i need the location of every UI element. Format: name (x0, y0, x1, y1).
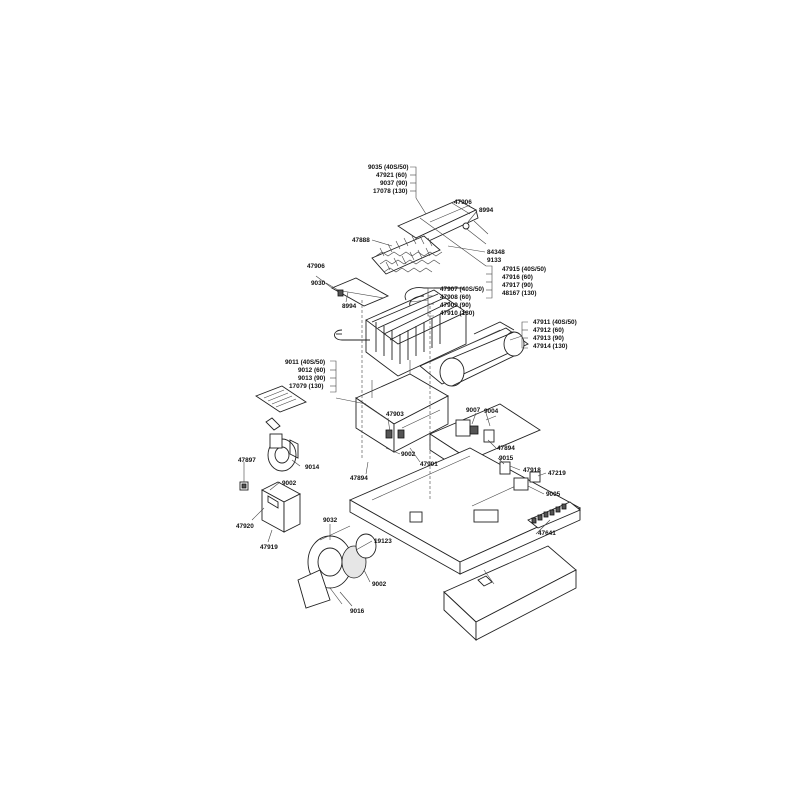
label-9012: 9012 (60) (298, 367, 325, 374)
label-47641: 47641 (538, 530, 556, 537)
label-47911: 47911 (40S/50) (533, 319, 577, 326)
label-9032: 9032 (323, 517, 338, 524)
combustion-chamber-part (419, 321, 529, 387)
label-47918: 47918 (523, 467, 541, 474)
flue-collector-part (397, 199, 489, 247)
label-9030: 9030 (311, 280, 326, 287)
label-47897: 47897 (238, 457, 256, 464)
label-9037: 9037 (90) (380, 180, 407, 187)
gas-valve-bracket-part (261, 481, 301, 533)
label-47894-left: 47894 (350, 475, 368, 482)
label-47906-top: 47906 (454, 199, 472, 206)
label-9035: 9035 (40S/50) (368, 164, 409, 171)
label-9133: 9133 (487, 257, 502, 264)
label-47913: 47913 (90) (533, 335, 564, 342)
transformer-part (499, 461, 541, 491)
label-47920: 47920 (236, 523, 254, 530)
label-9015: 9015 (499, 455, 514, 462)
terminal-block-part (527, 501, 581, 529)
pilot-burner-cluster (371, 235, 443, 275)
label-9013: 9013 (90) (298, 375, 325, 382)
base-pan-part (348, 447, 582, 575)
label-9002-left: 9002 (282, 480, 297, 487)
rating-plate-part (255, 385, 307, 413)
label-9002-bottom: 9002 (372, 581, 387, 588)
heat-exchanger-part (334, 287, 467, 377)
label-9011: 9011 (40S/50) (285, 359, 325, 366)
label-47906-left: 47906 (307, 263, 325, 270)
label-47914: 47914 (130) (533, 343, 567, 350)
label-9004: 9004 (484, 408, 499, 415)
label-47894-right: 47894 (497, 445, 515, 452)
label-47919: 47919 (260, 544, 278, 551)
label-9007: 9007 (466, 407, 481, 414)
label-84348: 84348 (487, 249, 505, 256)
small-bracket-part (239, 481, 249, 491)
label-47917: 47917 (90) (502, 282, 533, 289)
leader-lines (243, 166, 551, 607)
label-47219: 47219 (548, 470, 566, 477)
jacket-cover-part (443, 545, 577, 642)
label-48167: 48167 (130) (502, 290, 536, 297)
combustion-blower-part (265, 417, 299, 472)
label-47912: 47912 (60) (533, 327, 564, 334)
label-17079: 17079 (130) (289, 383, 323, 390)
label-47907: 47907 (40S/50) (440, 286, 484, 293)
label-47908: 47908 (60) (440, 294, 471, 301)
label-9014: 9014 (305, 464, 320, 471)
label-47888: 47888 (352, 237, 370, 244)
label-47909: 47909 (90) (440, 302, 471, 309)
label-47901: 47901 (420, 461, 438, 468)
label-47921: 47921 (60) (376, 172, 407, 179)
label-17078: 17078 (130) (373, 188, 407, 195)
gas-valve-part (297, 525, 377, 609)
label-47903: 47903 (386, 411, 404, 418)
left-bracket-part (315, 275, 390, 307)
label-9016: 9016 (350, 608, 365, 615)
label-9005: 9005 (546, 491, 561, 498)
label-8994-top: 8994 (479, 207, 494, 214)
label-47916: 47916 (60) (502, 274, 533, 281)
label-8994-left: 8994 (342, 303, 357, 310)
part-number-labels: 9035 (40S/50) 47921 (60) 9037 (90) 17078… (236, 164, 577, 615)
label-9002-center: 9002 (401, 451, 416, 458)
label-19123: 19123 (374, 538, 392, 545)
burner-box-part (355, 360, 449, 453)
label-47915: 47915 (40S/50) (502, 266, 546, 273)
label-47910: 47910 (130) (440, 310, 474, 317)
